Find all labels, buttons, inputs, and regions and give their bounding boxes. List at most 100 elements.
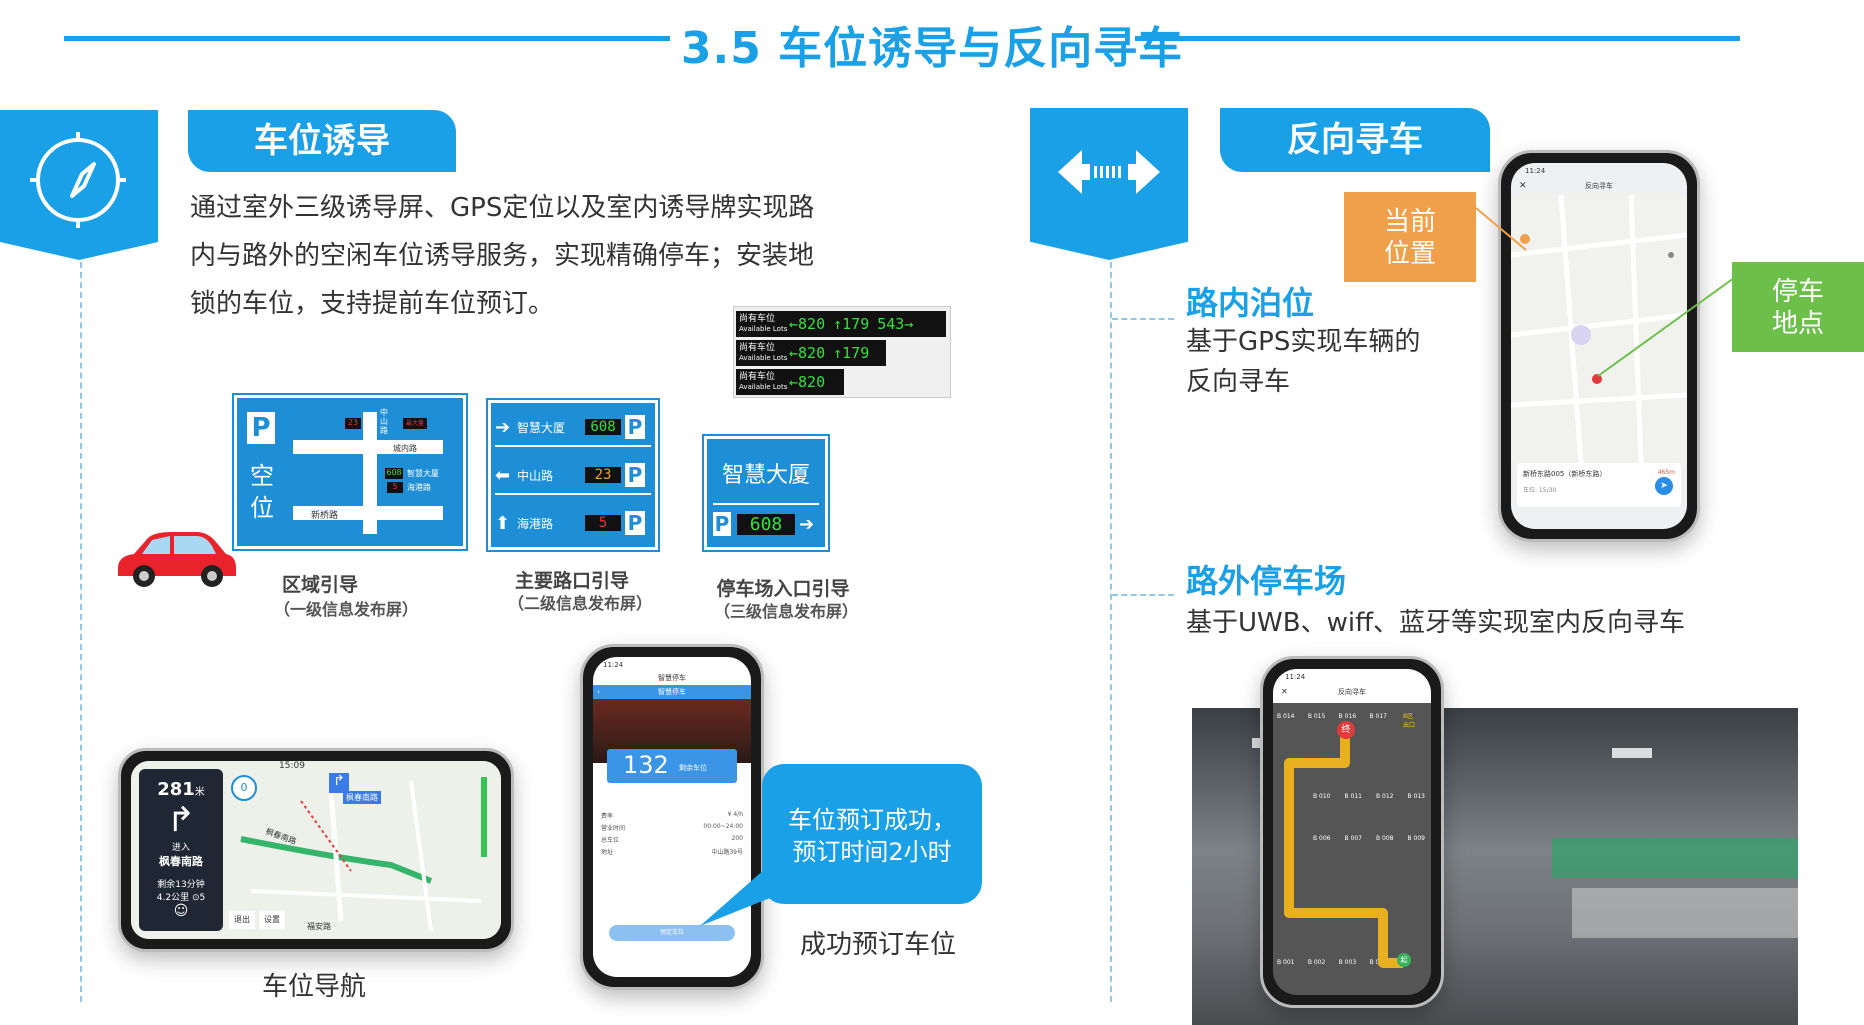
parking-p-badge: P [713,512,731,536]
page-title: 3.5 车位诱导与反向寻车 [680,23,1184,74]
parking-p-badge: P [247,412,275,444]
onroad-desc-line: 反向寻车 [1186,367,1291,397]
next-road: 枫春南路 [159,855,203,868]
back-icon[interactable]: ‹ [597,688,600,696]
info-row: 地址中山路39号 [601,849,743,856]
end-marker: 终 [1337,721,1355,739]
onroad-desc-line: 基于GPS实现车辆的 [1186,327,1421,357]
parking-p-badge: P [625,415,645,439]
double-arrow-icon [1058,150,1160,194]
distance-unit: 米 [194,787,205,798]
arrow-right-icon: ➔ [799,513,815,535]
compass-icon-block [0,110,158,260]
navigate-icon[interactable]: ➤ [1655,477,1673,495]
poi-label: 枫春南路 [343,791,381,804]
parking-spot-label: 停车 地点 [1732,262,1864,352]
map-phone: 11:24 ✕ 反向寻车 新桥东路005（新桥东路） 465m 车位: 15/3… [1498,150,1700,542]
spaces-count: 132 [623,751,669,779]
zhongshan-road-label: 中 山 路 [380,408,388,435]
subcaption-regional: （一级信息发布屏） [273,600,418,619]
led-value: ←820 [789,344,826,362]
led-number: 5 [387,482,403,493]
reserve-button[interactable]: 预定车位 [609,925,735,941]
compass-icon [30,132,126,228]
offroad-connector [1112,594,1174,596]
led-number: 23 [585,467,621,483]
garage-ceiling-light [1612,748,1652,758]
navigation-phone: 15:09 281米 ↱ 进入 枫春南路 剩余13分钟 4.2公里 ⊙5 ☺ 0… [118,748,514,952]
section-tag-guidance: 车位诱导 [188,110,456,172]
exit-button[interactable]: 退出 [229,911,255,929]
offroad-title: 路外停车场 [1186,562,1347,600]
speed-badge: 0 [231,775,257,801]
map-screen: 11:24 ✕ 反向寻车 新桥东路005（新桥东路） 465m 车位: 15/3… [1511,163,1687,529]
destination-label: 智慧大厦 [721,463,810,488]
red-car-icon [118,532,236,587]
subcaption-intersection: （二级信息发布屏） [507,594,652,613]
vertical-label: 空 位 [250,462,274,522]
pointer-lines [1476,207,1735,377]
led-value: ←820 [789,315,826,333]
settings-button[interactable]: 设置 [259,911,285,929]
map-title: 反向寻车 [1585,182,1613,190]
led-value: ↑179 [833,315,870,333]
destination-label: 智慧大厦 [517,420,566,435]
enter-label: 进入 [171,843,190,853]
nav-bar: ‹ 智慧停车 [593,685,751,699]
xinqiao-label: 新桥路 [311,511,339,521]
desc-line-1: 通过室外三级诱导屏、GPS定位以及室内诱导牌实现路 [190,193,815,223]
caption-entrance: 停车场入口引导 [716,578,850,600]
zone-exit-label: B区 出口 [1403,713,1416,729]
status-time: 11:24 [1285,673,1306,681]
street-map [1511,195,1687,463]
start-marker: 起 [1397,953,1411,967]
led-value: ↑179 [833,344,870,362]
desc-line-2: 内与路外的空闲车位诱导服务，实现精确停车；安装地 [190,241,815,271]
led-number: 608 [585,419,621,435]
nav-title: 智慧停车 [658,688,686,696]
close-icon[interactable]: ✕ [1519,181,1527,191]
spaces-label: 剩余车位 [679,764,707,772]
destination-label: 海港路 [517,516,554,531]
led-number: 608 [385,468,403,479]
led-value: ←820 [789,373,826,391]
location-card: 新桥东路005（新桥东路） 465m 车位: 15/30 ➤ [1517,463,1681,507]
led-number: 608 [737,513,795,535]
offroad-desc: 基于UWB、wiff、蓝牙等实现室内反向寻车 [1186,608,1685,638]
zhihui-label: 智慧大厦 [407,469,439,478]
title-line-left [64,36,670,41]
status-time: 11:24 [1525,167,1546,175]
led-red-label: 最大量 [403,418,427,429]
caption-intersection: 主要路口引导 [514,570,629,592]
current-position-label: 当前 位置 [1344,192,1476,282]
booking-success-callout: 车位预订成功， 预订时间2小时 [762,764,982,904]
remaining-distance: 4.2公里 ⊙5 [156,893,206,903]
info-row: 费率¥ 4/h [601,811,743,820]
section-tag-reverse: 反向寻车 [1220,108,1490,172]
assistant-icon: ☺ [173,903,189,919]
booking-caption: 成功预订车位 [800,930,957,960]
onroad-desc: 基于GPS实现车辆的 反向寻车 [1186,322,1420,402]
indoor-header: 11:24 ✕ 反向寻车 [1273,669,1431,703]
remaining-time: 剩余13分钟 [157,880,205,890]
app-title: 智慧停车 [658,674,686,682]
entrance-guidance-sign: 智慧大厦 P 608 ➔ [704,436,828,550]
road-bottom [293,506,443,520]
close-icon[interactable]: ✕ [1281,687,1288,696]
onroad-connector [1112,318,1174,320]
guidance-description: 通过室外三级诱导屏、GPS定位以及室内诱导牌实现路 内与路外的空闲车位诱导服务，… [190,184,870,328]
led-number: 5 [585,515,621,531]
location-distance: 465m [1657,469,1675,476]
turn-panel: 281米 ↱ 进入 枫春南路 剩余13分钟 4.2公里 ⊙5 ☺ [139,769,223,931]
